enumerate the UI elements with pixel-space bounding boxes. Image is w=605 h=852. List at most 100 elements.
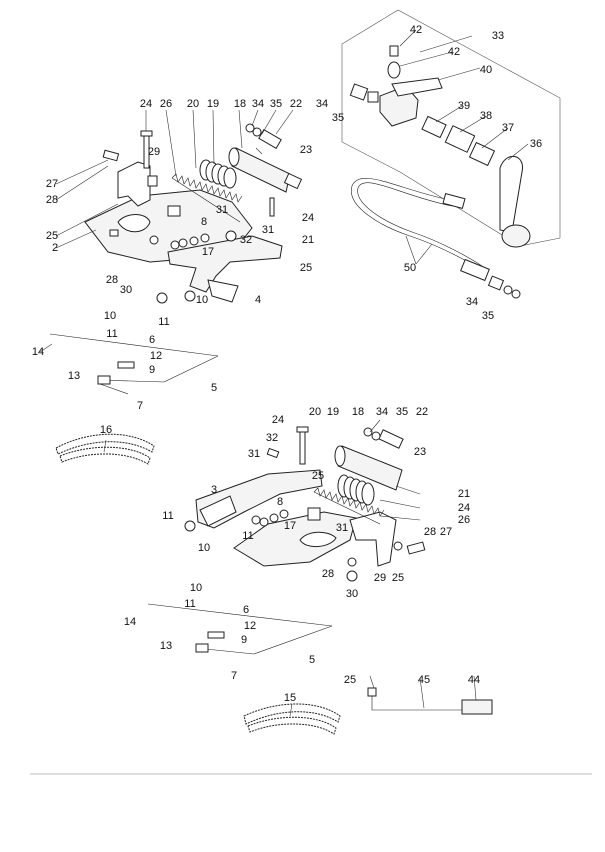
hose-end-top <box>442 192 466 210</box>
hose-50 <box>351 177 521 299</box>
knob-42 <box>387 61 401 79</box>
leader-lines <box>39 29 529 717</box>
washer-28 <box>149 235 159 245</box>
callout-numbers: 2345566778899101010101111111111121213131… <box>32 24 542 704</box>
callout-13: 13 <box>68 370 80 382</box>
block-31 <box>167 205 181 217</box>
callout-27: 27 <box>46 178 58 190</box>
lever-36-end <box>501 224 531 248</box>
callout-26: 26 <box>160 98 172 110</box>
callout-25: 25 <box>46 230 58 242</box>
fitting-37 <box>468 141 496 167</box>
callout-22: 22 <box>290 98 302 110</box>
callout-24: 24 <box>272 414 284 426</box>
callout-9: 9 <box>241 634 247 646</box>
rod-end-44 <box>461 699 493 715</box>
callout-31: 31 <box>262 224 274 236</box>
callout-34: 34 <box>466 296 478 308</box>
upper-left-assembly <box>84 123 303 304</box>
callout-50: 50 <box>404 262 416 274</box>
pin-24 <box>269 197 275 217</box>
hose-end-bottom <box>460 258 490 282</box>
fitting-39 <box>421 115 447 139</box>
callout-10: 10 <box>198 542 210 554</box>
callout-38: 38 <box>480 110 492 122</box>
callout-28: 28 <box>322 568 334 580</box>
nut-29 <box>147 175 158 187</box>
callout-11: 11 <box>184 598 195 610</box>
callout-19: 19 <box>207 98 219 110</box>
callout-7: 7 <box>231 670 237 682</box>
mounting-bracket <box>117 161 151 207</box>
callout-35: 35 <box>270 98 282 110</box>
callout-6: 6 <box>149 334 155 346</box>
cylinder-18 <box>231 147 291 193</box>
callout-35: 35 <box>482 310 494 322</box>
callout-6: 6 <box>243 604 249 616</box>
lower-spring-26 <box>313 487 385 525</box>
washer-35 <box>252 127 262 137</box>
lever-40 <box>391 77 443 97</box>
callout-28: 28 <box>106 274 118 286</box>
callout-25: 25 <box>392 572 404 584</box>
callout-17: 17 <box>202 246 214 258</box>
nut-10 <box>156 292 168 304</box>
callout-19: 19 <box>327 406 339 418</box>
callout-11: 11 <box>158 316 169 328</box>
callout-27: 27 <box>440 526 452 538</box>
callout-32: 32 <box>266 432 278 444</box>
spring-19 <box>199 159 237 189</box>
callout-24: 24 <box>140 98 152 110</box>
callout-35: 35 <box>396 406 408 418</box>
callout-33: 33 <box>492 30 504 42</box>
callout-10: 10 <box>196 294 208 306</box>
lower-spring-19 <box>337 474 375 506</box>
callout-4: 4 <box>255 294 261 306</box>
callout-21: 21 <box>302 234 314 246</box>
banjo-fitting-22 <box>258 128 282 150</box>
rod-assembly <box>367 687 493 715</box>
callout-31: 31 <box>248 448 260 460</box>
upper-linkage <box>49 333 219 395</box>
callout-29: 29 <box>148 146 160 158</box>
callout-9: 9 <box>149 364 155 376</box>
plate-16 <box>55 433 155 465</box>
callout-26: 26 <box>458 514 470 526</box>
bolt-27 <box>102 149 120 162</box>
screw-42 <box>389 45 399 57</box>
callout-32: 32 <box>240 234 252 246</box>
callout-23: 23 <box>414 446 426 458</box>
lever-arm-4 <box>167 235 283 293</box>
callout-28: 28 <box>424 526 436 538</box>
plate-15 <box>243 703 341 735</box>
callout-25: 25 <box>312 470 324 482</box>
callout-20: 20 <box>187 98 199 110</box>
callout-2: 2 <box>52 242 58 254</box>
callout-8: 8 <box>277 496 283 508</box>
callout-36: 36 <box>530 138 542 150</box>
lever-36 <box>499 156 523 233</box>
callout-12: 12 <box>244 620 256 632</box>
valve-box-33 <box>341 9 561 248</box>
callout-15: 15 <box>284 692 296 704</box>
callout-16: 16 <box>100 424 112 436</box>
callout-11: 11 <box>106 328 117 340</box>
nut-10b <box>184 290 196 302</box>
callout-18: 18 <box>352 406 364 418</box>
callout-34: 34 <box>252 98 264 110</box>
callout-14: 14 <box>32 346 44 358</box>
callout-24: 24 <box>302 212 314 224</box>
callout-35: 35 <box>332 112 344 124</box>
fitting-38 <box>444 125 476 153</box>
callout-23: 23 <box>300 144 312 156</box>
callout-11: 11 <box>242 530 253 542</box>
callout-14: 14 <box>124 616 136 628</box>
callout-42: 42 <box>410 24 422 36</box>
lower-assembly <box>184 426 426 582</box>
callout-45: 45 <box>418 674 430 686</box>
callout-42: 42 <box>448 46 460 58</box>
lower-bracket <box>349 511 397 567</box>
callout-31: 31 <box>216 204 228 216</box>
callout-10: 10 <box>190 582 202 594</box>
